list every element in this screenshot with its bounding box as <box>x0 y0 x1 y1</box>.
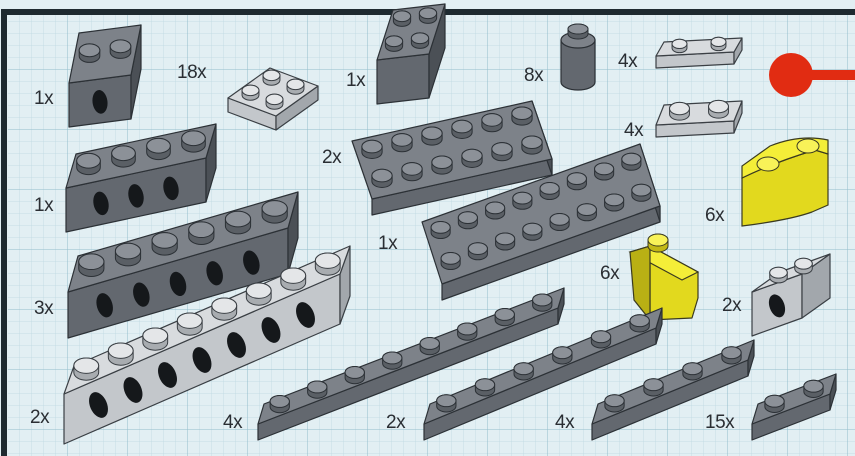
part-7-quantity: 1x <box>34 195 54 216</box>
part-10-quantity: 3x <box>34 298 54 319</box>
part-15-quantity: 4x <box>223 412 243 433</box>
part-14-quantity: 2x <box>30 407 50 428</box>
part-18-quantity: 15x <box>705 412 735 433</box>
part-5-jumper-plate-1x2 <box>656 37 742 68</box>
part-1-brick-1x2-technic <box>69 25 141 127</box>
part-17-quantity: 4x <box>555 412 575 433</box>
part-13-quantity: 2x <box>722 295 742 316</box>
part-9-quantity: 6x <box>705 205 725 226</box>
part-4-quantity: 8x <box>524 65 544 86</box>
part-1-quantity: 1x <box>34 88 54 109</box>
part-5-quantity: 4x <box>618 51 638 72</box>
part-2-quantity: 18x <box>177 62 207 83</box>
part-6-door-rail-plate-1x2 <box>656 100 742 137</box>
part-6-quantity: 4x <box>624 120 644 141</box>
part-3-quantity: 1x <box>346 70 366 91</box>
part-16-quantity: 2x <box>386 412 406 433</box>
part-12-quantity: 6x <box>600 263 620 284</box>
part-11-quantity: 1x <box>378 233 398 254</box>
part-8-quantity: 2x <box>322 147 342 168</box>
part-4-round-brick-1x1 <box>561 24 595 90</box>
